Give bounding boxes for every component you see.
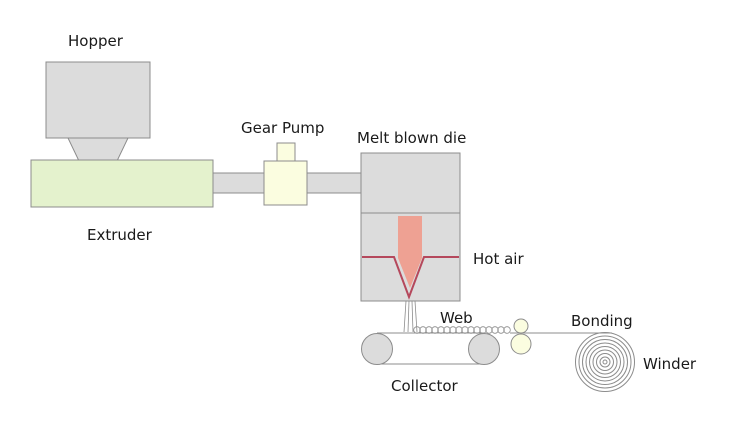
hopper-label: Hopper <box>68 32 123 50</box>
hot-air-label: Hot air <box>473 250 524 268</box>
die-nozzle <box>398 216 422 288</box>
extruder-label: Extruder <box>87 226 152 244</box>
gear-pump <box>263 142 308 206</box>
hopper <box>45 61 151 162</box>
melt-blown-die-label: Melt blown die <box>357 129 467 147</box>
web-label: Web <box>440 309 473 327</box>
hot-air-stream <box>362 256 459 300</box>
web-fibers <box>413 326 511 334</box>
melt-blown-die <box>360 152 461 302</box>
extruder <box>30 159 214 208</box>
pipe-pump-to-die <box>306 172 363 194</box>
winder-label: Winder <box>643 355 697 373</box>
collector-roller-left <box>361 333 393 365</box>
collector-label: Collector <box>391 377 458 395</box>
bonding-label: Bonding <box>571 312 633 330</box>
gear-pump-label: Gear Pump <box>241 119 325 137</box>
pipe-extruder-to-pump <box>212 172 265 194</box>
collector-roller-right <box>468 333 500 365</box>
bonding-rollers <box>510 318 532 355</box>
winder-roll <box>575 332 635 392</box>
collector-conveyor <box>361 332 500 365</box>
